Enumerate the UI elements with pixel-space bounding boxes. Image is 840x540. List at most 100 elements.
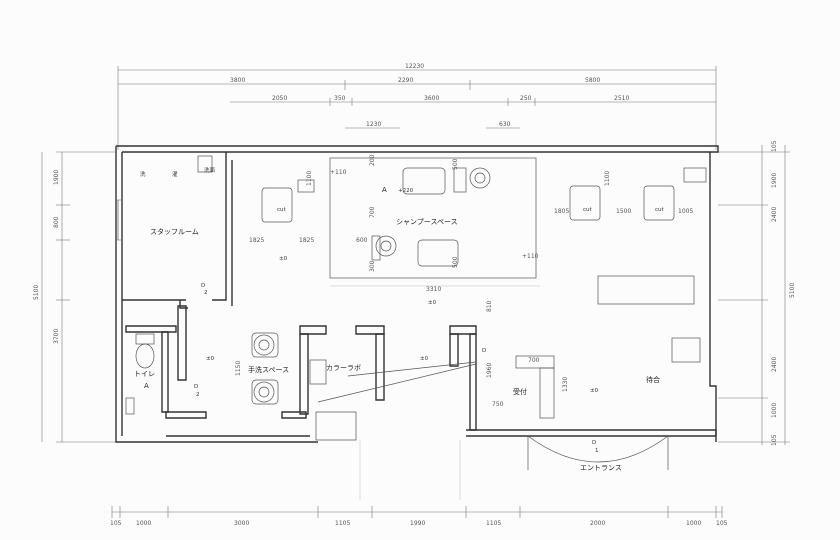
label-laundry-right: 濯 (172, 170, 178, 178)
inner-dim-4: +110 (330, 169, 347, 176)
dim-right-f: 1000 (771, 403, 778, 418)
inner-dim-5: 200 (369, 154, 376, 166)
label-reception: 受付 (513, 387, 527, 396)
dim-bottom-a: 105 (110, 520, 122, 527)
inner-dim-12: 1100 (604, 171, 611, 186)
dim-bottom-d: 1105 (335, 520, 350, 527)
right-dimensions: 105 1900 2400 5100 2400 1000 105 (718, 140, 796, 446)
inner-dim-19: 750 (492, 401, 504, 408)
floor-mark-5: ±0 (428, 300, 437, 306)
inner-dim-11: +110 (522, 253, 539, 260)
dim-bottom-h: 1000 (686, 520, 701, 527)
dim-bottom-c: 3000 (234, 520, 249, 527)
dim-row1-b: 2290 (398, 77, 413, 84)
chair-mark-1: cut (277, 207, 287, 213)
dim-right-b: 1900 (771, 173, 778, 188)
floor-mark-3: ±0 (420, 356, 429, 362)
inner-dim-8: 300 (369, 260, 376, 272)
left-dimensions: 1900 800 5100 3700 (33, 151, 116, 443)
dim-left-c: 5100 (33, 285, 40, 300)
room-labels: 洗 濯 洗面 スタッフルーム A +220 シャンプースペース トイレ A 手洗… (134, 166, 660, 472)
inner-dim-9: 500 (452, 158, 459, 170)
door-mark-4: D (592, 440, 596, 446)
label-laundry-left: 洗 (140, 170, 146, 178)
dim-right-c: 2400 (771, 207, 778, 222)
chair-marks: cut cut cut (277, 207, 665, 213)
label-entrance: エントランス (580, 464, 622, 472)
reception-waiting (359, 275, 701, 500)
top-dimensions: 12230 3800 2290 5800 2050 350 3600 250 2… (117, 63, 717, 150)
inner-dim-15: 1005 (678, 208, 693, 215)
dim-row2-b: 350 (334, 95, 346, 102)
dim-row2-a: 2050 (272, 95, 287, 102)
door-num-3: 1 (595, 448, 599, 454)
label-handwash: 手洗スペース (248, 365, 289, 374)
handwash-sinks (251, 332, 279, 405)
label-color-lab: カラーラボ (326, 364, 361, 372)
label-laundry-small: 洗面 (204, 166, 216, 174)
styling-stations (261, 167, 707, 223)
inner-dim-16: 3310 (426, 286, 441, 293)
dim-row3-a: 1230 (366, 121, 381, 128)
dim-bottom-f: 1105 (486, 520, 501, 527)
inner-dim-18: 1960 (486, 363, 493, 378)
chair-mark-3: cut (655, 207, 665, 213)
inner-dim-13: 1805 (554, 208, 569, 215)
label-shampoo-space: シャンプースペース (396, 218, 458, 226)
dim-row3-b: 630 (499, 121, 511, 128)
dim-left-b: 800 (53, 216, 60, 228)
door-mark-3: D (482, 348, 486, 354)
dim-bottom-b: 1000 (136, 520, 151, 527)
dim-left-d: 3700 (53, 329, 60, 344)
floor-mark-4: ±0 (590, 388, 599, 394)
dim-row2-c: 3600 (424, 95, 439, 102)
dim-right-g: 105 (771, 434, 778, 446)
label-shampoo-mark: +220 (398, 188, 414, 194)
shampoo-space (329, 157, 537, 279)
inner-dim-21: 1330 (562, 377, 569, 392)
bottom-dimensions: 105 1000 3000 1105 1990 1105 2000 1000 1… (110, 506, 728, 527)
inner-dim-10: 500 (452, 256, 459, 268)
dim-total: 12230 (405, 63, 424, 70)
floor-level-marks: ±0 ±0 ±0 ±0 ±0 (206, 256, 599, 394)
dim-row1-c: 5800 (585, 77, 600, 84)
inner-dim-22: 1150 (235, 361, 242, 376)
dim-bottom-e: 1990 (410, 520, 425, 527)
inner-dim-1: 1100 (306, 171, 313, 186)
inner-dim-20: 700 (528, 357, 540, 364)
dim-row2-d: 250 (520, 95, 532, 102)
inner-dim-14: 1500 (616, 208, 631, 215)
inner-dim-2: 1825 (249, 237, 264, 244)
door-mark-2: D (194, 384, 198, 390)
exterior-walls (115, 145, 719, 443)
toilet-fixtures (125, 333, 155, 415)
inner-dim-6: 700 (369, 206, 376, 218)
door-marks: D 2 D 2 D D 1 (194, 283, 599, 454)
middle-partitions (125, 305, 477, 441)
label-staff-room: スタッフルーム (150, 227, 199, 236)
floor-mark-2: ±0 (206, 356, 215, 362)
label-toilet: トイレ (134, 370, 155, 378)
label-shampoo-a: A (382, 186, 387, 194)
door-num-2: 2 (196, 392, 200, 398)
floor-mark-1: ±0 (279, 256, 288, 262)
dim-right-a: 105 (771, 140, 778, 152)
inner-notes: 1100 1825 1825 +110 200 700 600 300 500 … (235, 154, 693, 408)
dim-right-e: 2400 (771, 357, 778, 372)
dim-row1-a: 3800 (230, 77, 245, 84)
inner-dim-7: 600 (356, 237, 368, 244)
label-toilet-a: A (144, 382, 149, 390)
dim-right-d: 5100 (789, 283, 796, 298)
label-waiting: 待合 (646, 375, 660, 384)
staff-room-walls (122, 152, 233, 309)
door-mark-1: D (201, 283, 205, 289)
inner-dim-17: 810 (486, 300, 493, 312)
chair-mark-2: cut (583, 207, 593, 213)
inner-dim-3: 1825 (299, 237, 314, 244)
dim-left-a: 1900 (53, 170, 60, 185)
dim-bottom-g: 2000 (590, 520, 605, 527)
dim-bottom-i: 105 (716, 520, 728, 527)
dim-row2-e: 2510 (614, 95, 629, 102)
door-num-1: 2 (204, 290, 208, 296)
